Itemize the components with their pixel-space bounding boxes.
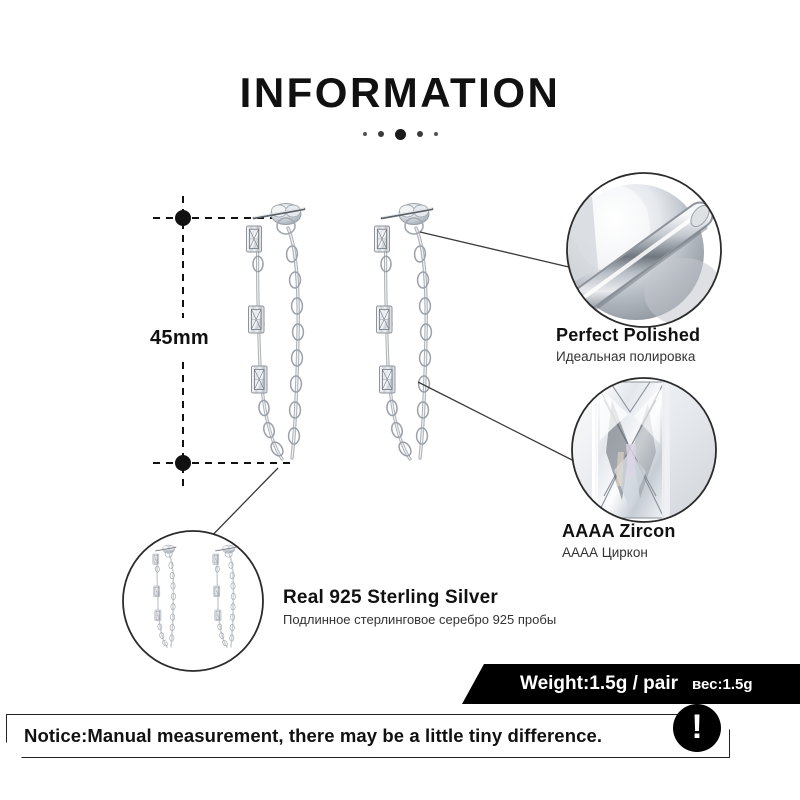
measurement-label: 45mm — [150, 327, 210, 349]
title-dot-ornament — [0, 128, 800, 140]
closeup-perfect-polished — [566, 172, 722, 328]
weight-label-ru: вес:1.5g — [692, 675, 753, 693]
feature-caption-aaaa-zircon: AAAA Zircon АААА Циркон — [562, 521, 676, 560]
ornament-dot — [394, 128, 406, 140]
earring-right — [372, 201, 434, 461]
ornament-dot — [416, 131, 423, 137]
weight-banner-background — [462, 664, 800, 704]
ornament-dot — [433, 132, 438, 136]
notice-bar: Notice:Manual measurement, there may be … — [6, 714, 730, 758]
feature-title-ru: АААА Циркон — [562, 545, 648, 560]
ornament-dot — [362, 132, 367, 136]
earring-left — [244, 201, 306, 461]
feature-title-ru: Идеальная полировка — [556, 349, 696, 364]
header-block: INFORMATION — [0, 72, 800, 140]
closeup-aaaa-zircon — [571, 377, 717, 523]
weight-banner: Weight:1.5g / pair вес:1.5g — [462, 664, 800, 704]
feature-title-en: AAAA Zircon — [562, 521, 676, 541]
feature-title-ru: Подлинное стерлинговое серебро 925 пробы — [283, 612, 557, 627]
notice-text: Notice:Manual measurement, there may be … — [24, 725, 603, 746]
exclamation-glyph: ! — [691, 708, 703, 746]
measure-endpoint-bottom — [175, 455, 191, 471]
notice-bar-frame — [6, 714, 730, 758]
feature-title-en: Perfect Polished — [556, 325, 701, 345]
page-title: INFORMATION — [239, 69, 561, 116]
ornament-dot — [377, 131, 384, 137]
feature-caption-real-925-silver: Real 925 Sterling Silver Подлинное стерл… — [283, 587, 556, 627]
feature-caption-perfect-polished: Perfect Polished Идеальная полировка — [556, 325, 700, 364]
feature-title-en: Real 925 Sterling Silver — [283, 587, 498, 608]
callout-leader-lines — [199, 231, 579, 549]
weight-label-en: Weight:1.5g / pair — [520, 673, 679, 694]
exclamation-icon: ! — [673, 704, 721, 752]
closeup-real-925-silver — [122, 530, 264, 672]
measure-endpoint-top — [175, 210, 191, 226]
